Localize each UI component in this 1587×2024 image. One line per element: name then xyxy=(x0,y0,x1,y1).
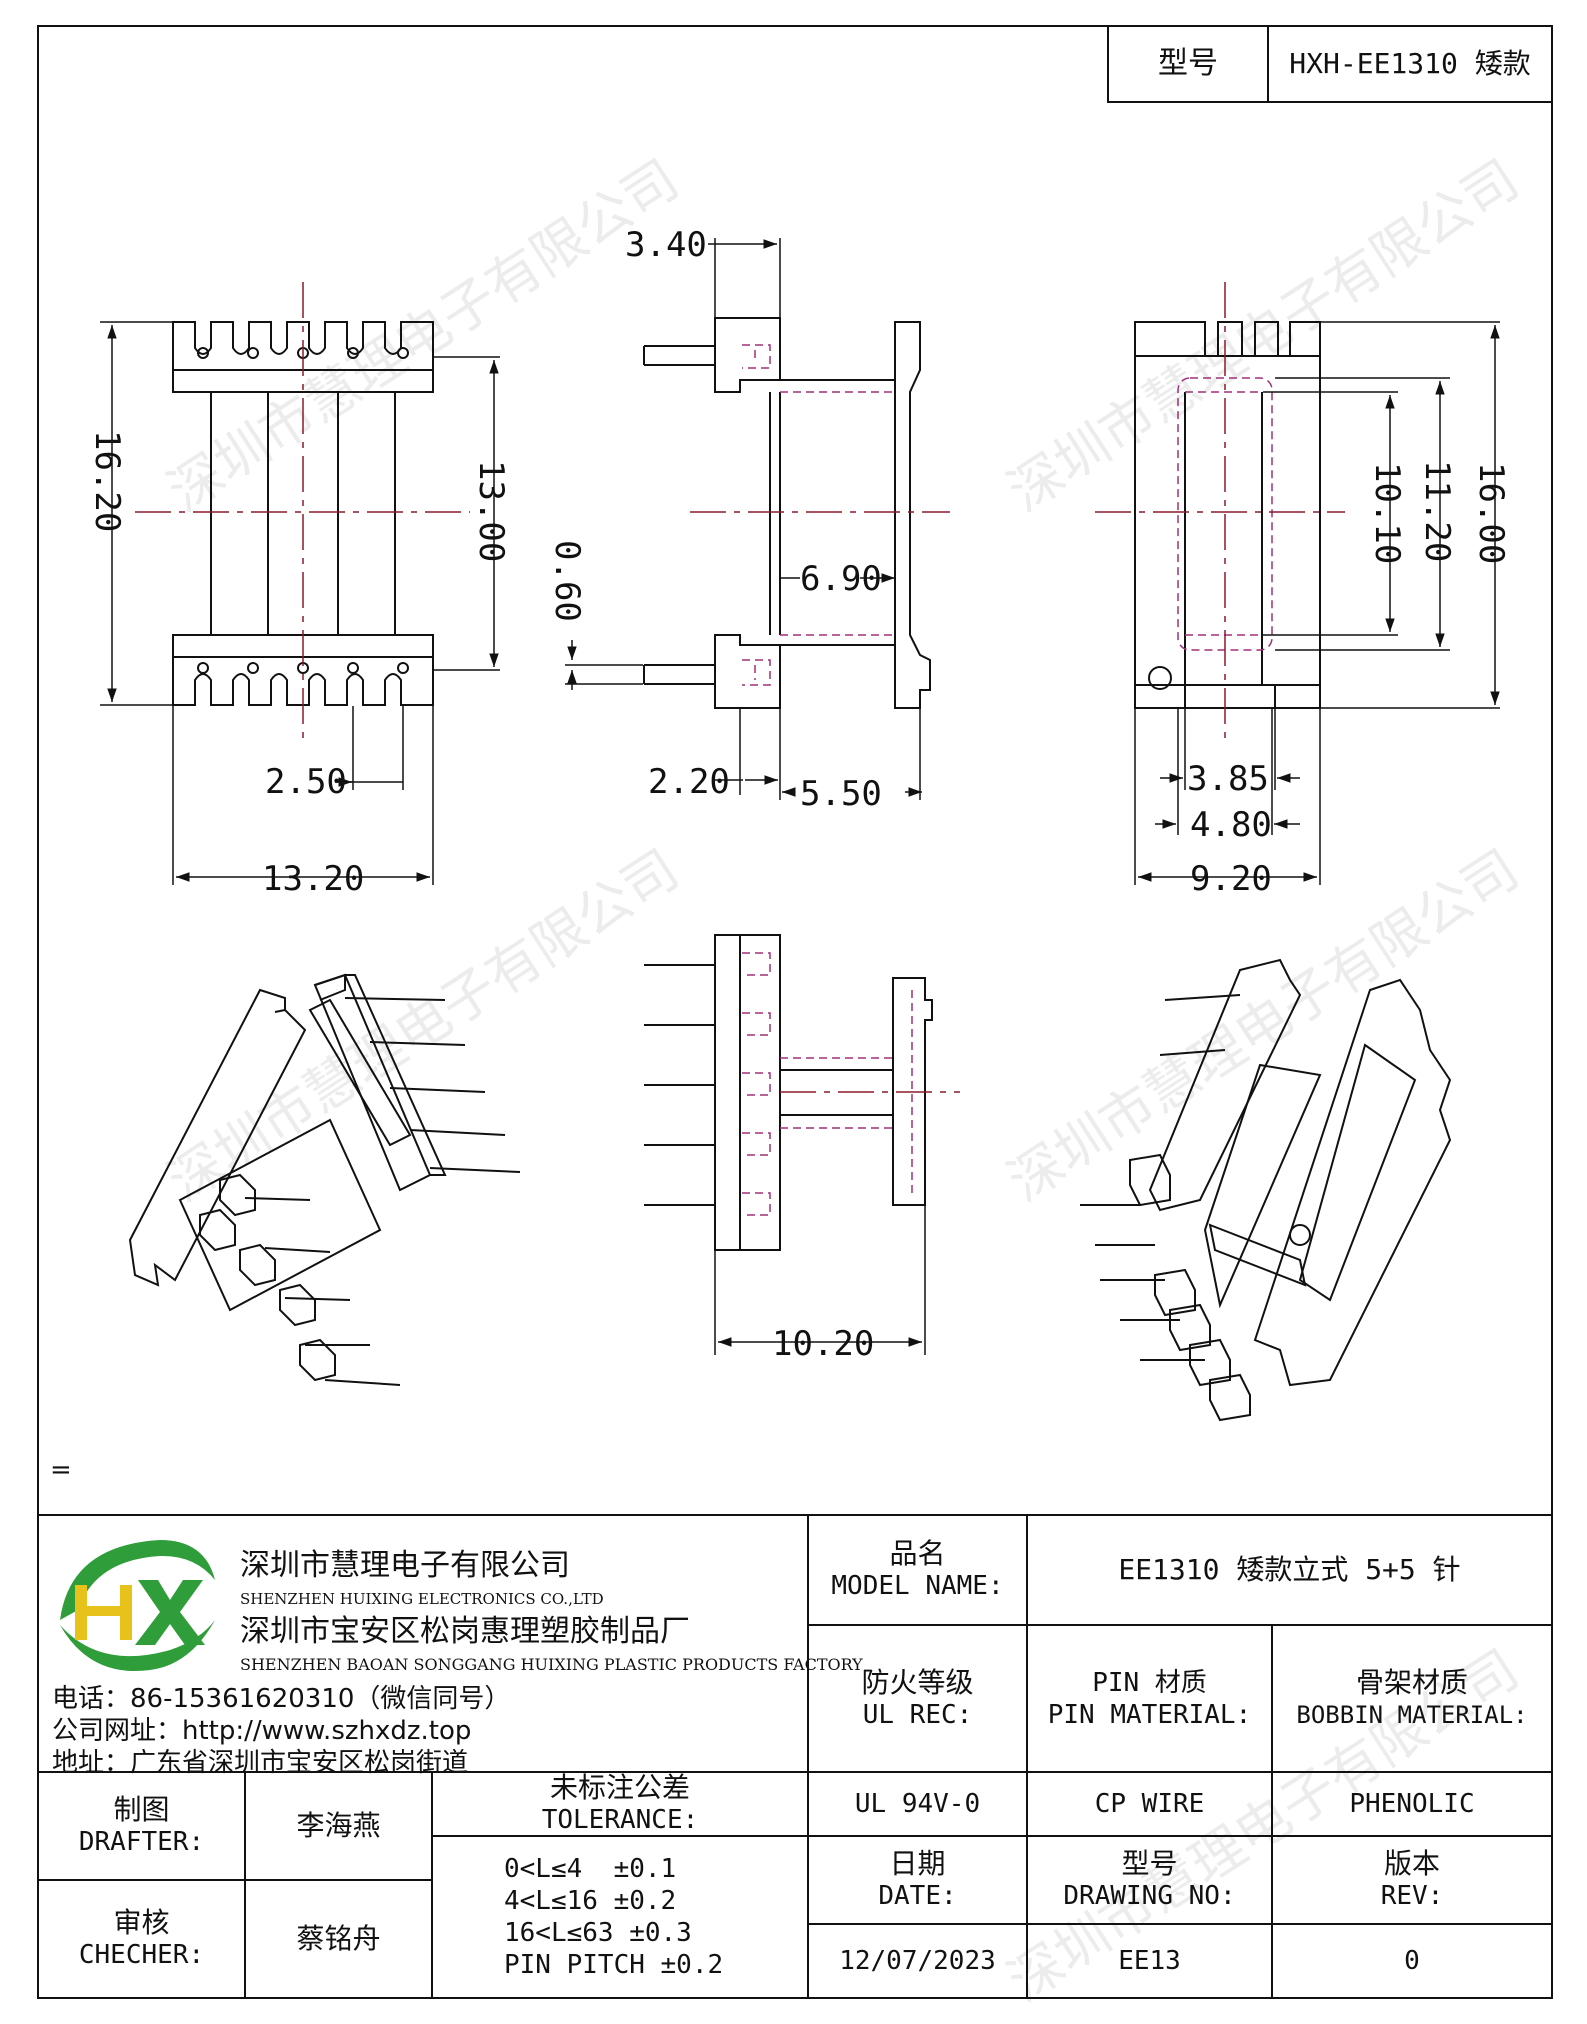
front-dims xyxy=(100,321,500,885)
end-view xyxy=(1134,321,1321,709)
dim-5-50: 5.50 xyxy=(800,774,882,814)
dim-0-60: 0.60 xyxy=(547,540,587,622)
company-logo xyxy=(60,1540,215,1672)
company-name-en: SHENZHEN HUIXING ELECTRONICS CO.,LTD xyxy=(240,1590,604,1608)
front-center-lines xyxy=(135,282,470,740)
dim-6-90: 6.90 xyxy=(800,559,882,599)
dim-16-00: 16.00 xyxy=(1471,462,1511,564)
isometric-view-right xyxy=(1080,958,1452,1422)
model-label: 型号 xyxy=(1158,46,1218,81)
bobbin-material-value: PHENOLIC xyxy=(1349,1789,1475,1819)
isometric-view-left xyxy=(128,973,521,1386)
model-name-value: EE1310 矮款立式 5+5 针 xyxy=(1118,1553,1461,1586)
model-value: HXH-EE1310 矮款 xyxy=(1289,47,1531,80)
dim-13-00: 13.00 xyxy=(471,460,511,562)
dim-11-20: 11.20 xyxy=(1417,460,1457,562)
dim-3-40: 3.40 xyxy=(625,225,707,265)
revision-value: 0 xyxy=(1404,1946,1420,1976)
company-address: 地址：广东省深圳市宝安区松岗街道 xyxy=(52,1748,469,1778)
dimension-labels: 3.40 16.20 13.00 0.60 6.90 11.20 10.10 1… xyxy=(87,225,1511,1364)
dim-10-10: 10.10 xyxy=(1367,462,1407,564)
company-website: 公司网址：http://www.szhxdz.top xyxy=(52,1716,472,1746)
bottom-side-view xyxy=(644,934,933,1251)
dim-2-20: 2.20 xyxy=(648,762,730,802)
dim-2-50: 2.50 xyxy=(265,762,347,802)
end-center-lines xyxy=(1095,282,1345,740)
dim-9-20: 9.20 xyxy=(1190,859,1272,899)
factory-name-cn: 深圳市宝安区松岗惠理塑胶制品厂 xyxy=(240,1614,690,1649)
bottom-hidden-lines xyxy=(742,952,913,1216)
dim-16-20: 16.20 xyxy=(87,430,127,532)
dim-3-85: 3.85 xyxy=(1187,759,1269,799)
dim-4-80: 4.80 xyxy=(1190,805,1272,845)
tolerance-list: 0<L≤4 ±0.1 4<L≤16 ±0.2 16<L≤63 ±0.3 PIN … xyxy=(504,1854,724,1980)
header-box xyxy=(1107,25,1553,103)
side-dims xyxy=(565,238,922,800)
title-block-grid xyxy=(38,1514,1552,1998)
bottom-dims xyxy=(714,1206,926,1355)
pin-material-value: CP WIRE xyxy=(1094,1789,1205,1819)
drafter-name: 李海燕 xyxy=(296,1809,381,1842)
sheet-border xyxy=(37,25,1553,1999)
date-value: 12/07/2023 xyxy=(839,1946,996,1976)
dim-10-20: 10.20 xyxy=(772,1324,874,1364)
side-hidden-lines xyxy=(742,344,895,686)
drawing-no-value: EE13 xyxy=(1118,1946,1181,1976)
company-phone: 电话：86-15361620310（微信同号） xyxy=(52,1684,511,1714)
stray-mark: = xyxy=(50,1455,72,1485)
checker-name: 蔡铭舟 xyxy=(296,1922,381,1955)
dim-13-20: 13.20 xyxy=(262,859,364,899)
company-name-cn: 深圳市慧理电子有限公司 xyxy=(240,1548,570,1583)
factory-name-en: SHENZHEN BAOAN SONGGANG HUIXING PLASTIC … xyxy=(240,1655,863,1674)
side-view xyxy=(643,317,931,709)
end-dims xyxy=(1134,321,1500,885)
fire-rating-value: UL 94V-0 xyxy=(854,1789,981,1819)
